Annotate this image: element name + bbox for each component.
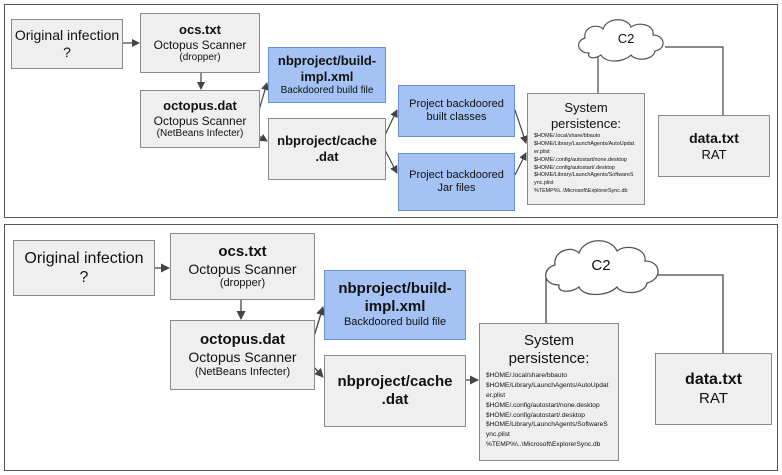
original-infection-box: Original infection ? bbox=[11, 19, 123, 69]
arrow-cache-to-jar-files bbox=[384, 149, 398, 174]
persistence-path: ync.plist bbox=[534, 180, 554, 187]
c2-label: C2 bbox=[617, 31, 635, 46]
ocs-txt-box: ocs.txt Octopus Scanner (dropper) bbox=[140, 13, 260, 73]
build-impl-name-1: nbproject/build- bbox=[277, 53, 377, 69]
original-infection-question: ? bbox=[63, 44, 71, 60]
diagram-panel-top: Original infection ? ocs.txt Octopus Sca… bbox=[4, 4, 778, 218]
ocs-txt-name: ocs.txt bbox=[179, 22, 221, 37]
build-impl-name-2: impl.xml bbox=[300, 69, 354, 84]
persistence-path: $HOME/.local/share/bbauto bbox=[534, 133, 601, 140]
persistence-path: $HOME/Library/LaunchAgents/AutoUpdat bbox=[486, 381, 609, 389]
persistence-title-1: System bbox=[523, 332, 574, 349]
connector-layer-top bbox=[123, 19, 724, 176]
build-impl-desc: Backdoored build file bbox=[343, 316, 447, 329]
persistence-path: $HOME/Library/LaunchAgents/SoftwareS bbox=[534, 172, 634, 179]
persistence-path: %TEMP%\..\Microsoft\ExplorerSync.db bbox=[534, 187, 628, 194]
connector-layer-bottom bbox=[155, 240, 724, 385]
build-impl-name-1: nbproject/build- bbox=[338, 280, 452, 298]
persistence-path: $HOME/.config/autostart/none.desktop bbox=[486, 401, 600, 409]
persistence-box: System persistence: $HOME/.local/share/b… bbox=[479, 323, 619, 461]
built-classes-line-1: Project backdoored bbox=[409, 97, 504, 110]
octopus-dat-box: octopus.dat Octopus Scanner (NetBeans In… bbox=[140, 90, 260, 148]
persistence-path: $HOME/.config/autostart/none.desktop bbox=[534, 156, 627, 163]
data-txt-desc: RAT bbox=[699, 389, 728, 407]
link-c2-data bbox=[665, 46, 724, 115]
build-impl-box: nbproject/build- impl.xml Backdoored bui… bbox=[268, 47, 386, 103]
octopus-dat-name: octopus.dat bbox=[163, 98, 237, 113]
ocs-txt-desc: Octopus Scanner bbox=[188, 260, 297, 277]
original-infection-box: Original infection ? bbox=[13, 240, 155, 296]
ocs-txt-name: ocs.txt bbox=[218, 242, 267, 260]
octopus-dat-note: (NetBeans Infecter) bbox=[194, 365, 291, 378]
jar-files-line-2: Jar files bbox=[437, 182, 476, 194]
original-infection-label: Original infection bbox=[24, 249, 144, 267]
c2-label: C2 bbox=[591, 257, 611, 274]
persistence-box: System persistence: $HOME/.local/share/b… bbox=[527, 93, 645, 205]
data-txt-name: data.txt bbox=[689, 129, 739, 146]
cache-dat-name-2: .dat bbox=[381, 391, 409, 408]
diagram-panel-bottom: Original infection ? ocs.txt Octopus Sca… bbox=[4, 224, 778, 471]
persistence-path: ync.plist bbox=[486, 431, 510, 439]
data-txt-desc: RAT bbox=[701, 146, 727, 162]
persistence-title-1: System bbox=[564, 100, 608, 115]
data-txt-box: data.txt RAT bbox=[658, 115, 770, 177]
ocs-txt-box: ocs.txt Octopus Scanner (dropper) bbox=[170, 233, 315, 300]
jar-files-line-1: Project backdoored bbox=[409, 168, 504, 181]
cache-dat-box: nbproject/cache .dat bbox=[324, 355, 466, 427]
persistence-path: er.plist bbox=[534, 148, 550, 155]
persistence-path: $HOME/Library/LaunchAgents/AutoUpdat bbox=[534, 141, 635, 148]
ocs-txt-desc: Octopus Scanner bbox=[153, 37, 247, 52]
c2-cloud-icon bbox=[578, 19, 664, 62]
ocs-txt-note: (dropper) bbox=[179, 51, 221, 63]
persistence-path: $HOME/Library/LaunchAgents/SoftwareS bbox=[486, 421, 608, 429]
persistence-path-list: $HOME/.local/share/bbauto $HOME/Library/… bbox=[528, 133, 644, 196]
original-infection-question: ? bbox=[79, 269, 89, 286]
build-impl-desc: Backdoored build file bbox=[280, 84, 374, 96]
octopus-dat-desc: Octopus Scanner bbox=[153, 113, 247, 128]
persistence-title-2: persistence: bbox=[550, 115, 622, 131]
persistence-path: %TEMP%\..\Microsoft\ExplorerSync.db bbox=[486, 441, 601, 449]
cache-dat-name-1: nbproject/cache bbox=[337, 373, 453, 390]
octopus-dat-name: octopus.dat bbox=[200, 331, 285, 348]
data-txt-name: data.txt bbox=[685, 371, 742, 389]
persistence-title-2: persistence: bbox=[508, 350, 590, 367]
original-infection-label: Original infection bbox=[14, 27, 120, 44]
cache-dat-box: nbproject/cache .dat bbox=[268, 118, 386, 180]
c2-cloud-icon bbox=[545, 240, 659, 296]
arrow-cache-to-built-classes bbox=[384, 109, 398, 136]
octopus-dat-desc: Octopus Scanner bbox=[188, 349, 297, 365]
persistence-path-list: $HOME/.local/share/bbauto $HOME/Library/… bbox=[480, 371, 618, 450]
persistence-path: $HOME/.config/autostart/.desktop bbox=[486, 411, 585, 419]
octopus-dat-note: (NetBeans Infecter) bbox=[156, 127, 244, 139]
persistence-path: er.plist bbox=[486, 391, 506, 399]
link-c2-data bbox=[633, 274, 724, 353]
cache-dat-name-1: nbproject/cache bbox=[277, 133, 377, 149]
octopus-dat-box: octopus.dat Octopus Scanner (NetBeans In… bbox=[170, 320, 315, 390]
arrow-jar-to-persistence bbox=[514, 152, 527, 176]
data-txt-box: data.txt RAT bbox=[655, 353, 772, 425]
build-impl-box: nbproject/build- impl.xml Backdoored bui… bbox=[324, 270, 466, 340]
build-impl-name-2: impl.xml bbox=[364, 298, 426, 316]
ocs-txt-note: (dropper) bbox=[219, 277, 266, 290]
persistence-path: $HOME/.config/autostart/.desktop bbox=[534, 164, 615, 171]
arrow-built-classes-to-persistence bbox=[514, 109, 528, 144]
cache-dat-name-2: .dat bbox=[315, 149, 339, 164]
persistence-path: $HOME/.local/share/bbauto bbox=[486, 372, 567, 379]
jar-files-box: Project backdoored Jar files bbox=[398, 153, 515, 211]
built-classes-line-2: built classes bbox=[426, 111, 487, 123]
built-classes-box: Project backdoored built classes bbox=[398, 85, 515, 137]
